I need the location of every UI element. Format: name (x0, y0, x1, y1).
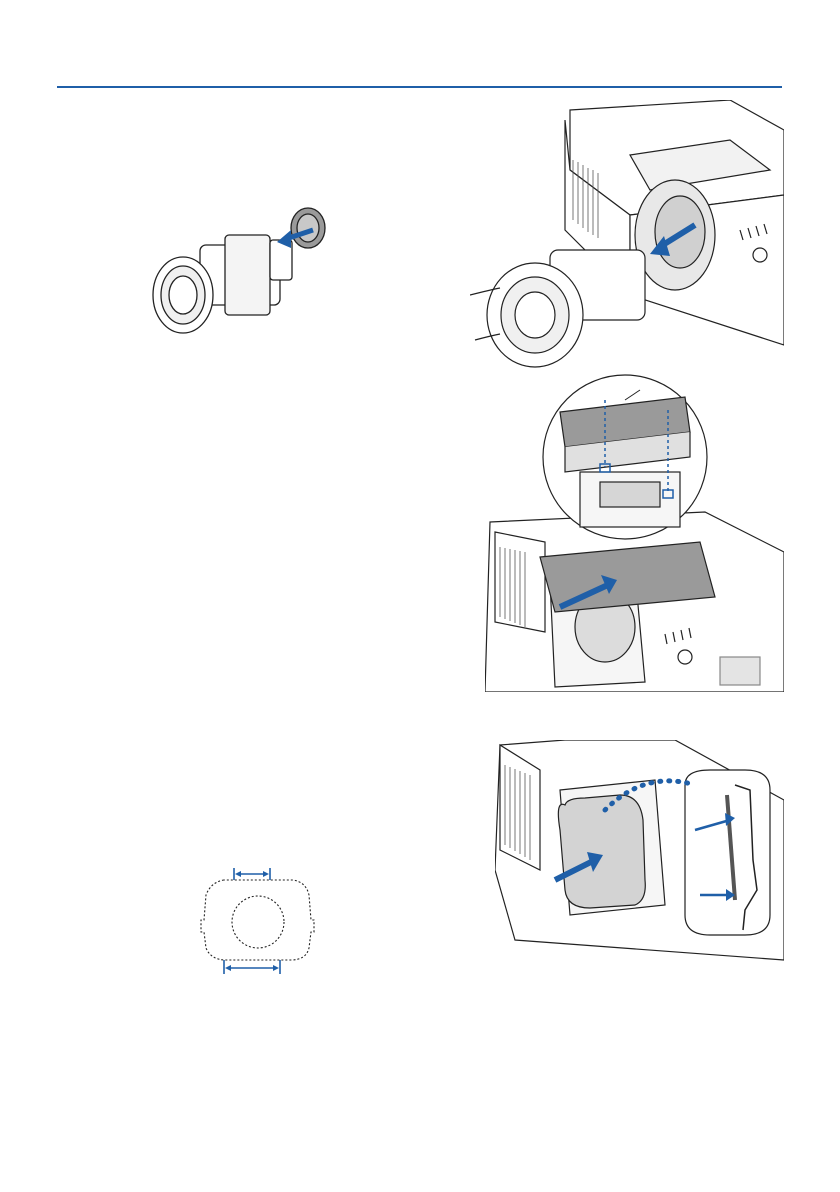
lens-mount-block (225, 235, 270, 315)
lens-cover-illustration (485, 372, 784, 692)
end-cap-illustration (495, 740, 784, 975)
figure-lens-cap-removal (145, 200, 345, 340)
end-cap-orientation-illustration (196, 860, 321, 980)
figure-lens-insertion (470, 100, 784, 372)
lens-end-cap (558, 795, 645, 908)
header-rule (57, 86, 782, 88)
figure-end-cap-attach (495, 740, 784, 975)
end-cap-inner-circle (232, 896, 284, 948)
figure-lens-cover-attach (485, 372, 784, 692)
lens-insertion-illustration (470, 100, 784, 372)
lens-cap-removal-illustration (145, 200, 345, 340)
figure-end-cap-orientation (196, 860, 321, 980)
end-cap-inset (685, 770, 770, 935)
